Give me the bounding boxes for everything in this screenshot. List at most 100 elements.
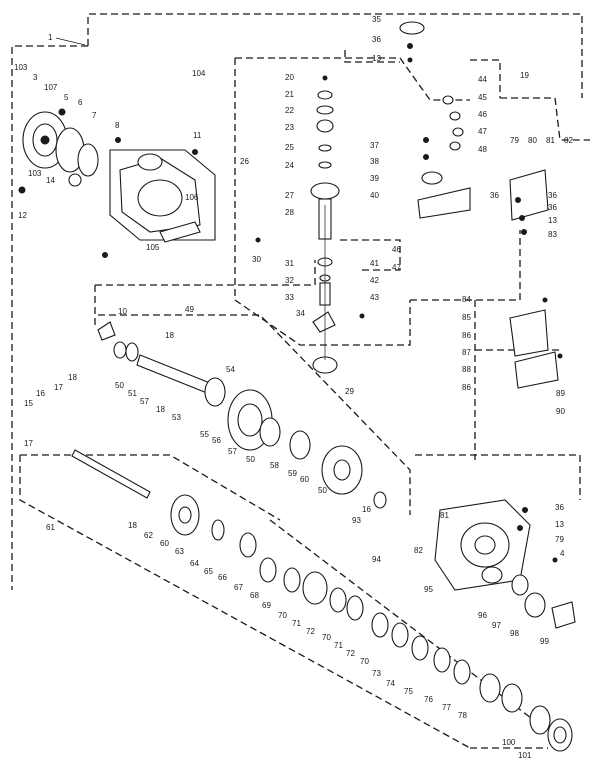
callout-47b: 47: [392, 263, 401, 272]
callout-44: 44: [478, 75, 487, 84]
callout-38: 38: [370, 157, 379, 166]
callout-48: 48: [478, 145, 487, 154]
callout-11: 11: [193, 131, 202, 140]
callout-13c: 13: [555, 520, 564, 529]
callout-20: 20: [285, 73, 294, 82]
callout-19: 19: [520, 71, 529, 80]
callout-94: 94: [372, 555, 381, 564]
callout-45: 45: [478, 93, 487, 102]
callout-70a: 70: [278, 611, 287, 620]
callout-32: 32: [285, 276, 294, 285]
callout-16b: 16: [362, 505, 371, 514]
callout-57a: 57: [140, 397, 149, 406]
callout-54: 54: [226, 365, 235, 374]
callout-84: 84: [462, 295, 471, 304]
callout-40: 40: [370, 191, 379, 200]
callout-76: 76: [424, 695, 433, 704]
callout-36b: 36: [490, 191, 499, 200]
callout-55: 55: [200, 430, 209, 439]
callout-labels: 1 103 3 107 5 6 7 8 103 14 12 11 106 105…: [14, 15, 573, 760]
callout-86: 86: [462, 331, 471, 340]
gear-housing-group: [18, 108, 216, 258]
callout-83: 83: [548, 230, 557, 239]
callout-28: 28: [285, 208, 294, 217]
callout-67: 67: [234, 583, 243, 592]
callout-66: 66: [218, 573, 227, 582]
callout-50c: 50: [318, 486, 327, 495]
callout-95: 95: [424, 585, 433, 594]
callout-56: 56: [212, 436, 221, 445]
callout-93: 93: [352, 516, 361, 525]
callout-68: 68: [250, 591, 259, 600]
callout-1: 1: [48, 33, 53, 42]
callout-101: 101: [518, 751, 532, 760]
callout-5: 5: [64, 93, 69, 102]
callout-37: 37: [370, 141, 379, 150]
callout-18c: 18: [68, 373, 77, 382]
callout-71a: 71: [292, 619, 301, 628]
callout-65: 65: [204, 567, 213, 576]
callout-46b: 46: [392, 245, 401, 254]
callout-53: 53: [172, 413, 181, 422]
callout-69: 69: [262, 601, 271, 610]
callout-35: 35: [372, 15, 381, 24]
callout-99: 99: [540, 637, 549, 646]
callout-85: 85: [462, 313, 471, 322]
callout-7: 7: [92, 111, 97, 120]
callout-46a: 46: [478, 110, 487, 119]
callout-79b: 79: [555, 535, 564, 544]
callout-23: 23: [285, 123, 294, 132]
callout-30: 30: [252, 255, 261, 264]
callout-4: 4: [560, 549, 565, 558]
callout-106: 106: [185, 193, 199, 202]
assembly-boundaries: [11, 13, 590, 749]
callout-59: 59: [288, 469, 297, 478]
center-stack-group: [255, 75, 365, 374]
callout-81a: 81: [546, 136, 555, 145]
callout-36a: 36: [372, 35, 381, 44]
callout-26: 26: [240, 157, 249, 166]
callout-34: 34: [296, 309, 305, 318]
callout-100: 100: [502, 738, 516, 747]
callout-90: 90: [556, 407, 565, 416]
right-upper-cluster: [399, 21, 563, 389]
lower-right-housing: [434, 499, 576, 629]
callout-13a: 13: [372, 54, 381, 63]
lower-shaft-group: [71, 449, 573, 752]
callout-24: 24: [285, 161, 294, 170]
callout-3: 3: [33, 73, 38, 82]
callout-43: 43: [370, 293, 379, 302]
callout-36d: 36: [548, 203, 557, 212]
callout-74: 74: [386, 679, 395, 688]
callout-14: 14: [46, 176, 55, 185]
callout-73: 73: [372, 669, 381, 678]
callout-15: 15: [24, 399, 33, 408]
callout-25: 25: [285, 143, 294, 152]
callout-61: 61: [46, 523, 55, 532]
callout-50a: 50: [115, 381, 124, 390]
callout-13b: 13: [548, 216, 557, 225]
callout-51: 51: [128, 389, 137, 398]
callout-49: 49: [185, 305, 194, 314]
callout-77: 77: [442, 703, 451, 712]
callout-18a: 18: [165, 331, 174, 340]
callout-63: 63: [175, 547, 184, 556]
callout-50b: 50: [246, 455, 255, 464]
callout-64: 64: [190, 559, 199, 568]
callout-42: 42: [370, 276, 379, 285]
callout-70c: 70: [360, 657, 369, 666]
callout-60b: 60: [160, 539, 169, 548]
callout-107: 107: [44, 83, 58, 92]
callout-36e: 36: [555, 503, 564, 512]
callout-36c: 36: [548, 191, 557, 200]
callout-17b: 17: [24, 439, 33, 448]
callout-79a: 79: [510, 136, 519, 145]
callout-70b: 70: [322, 633, 331, 642]
callout-21: 21: [285, 90, 294, 99]
callout-72a: 72: [306, 627, 315, 636]
callout-22: 22: [285, 106, 294, 115]
callout-58: 58: [270, 461, 279, 470]
callout-62: 62: [144, 531, 153, 540]
callout-89: 89: [556, 389, 565, 398]
